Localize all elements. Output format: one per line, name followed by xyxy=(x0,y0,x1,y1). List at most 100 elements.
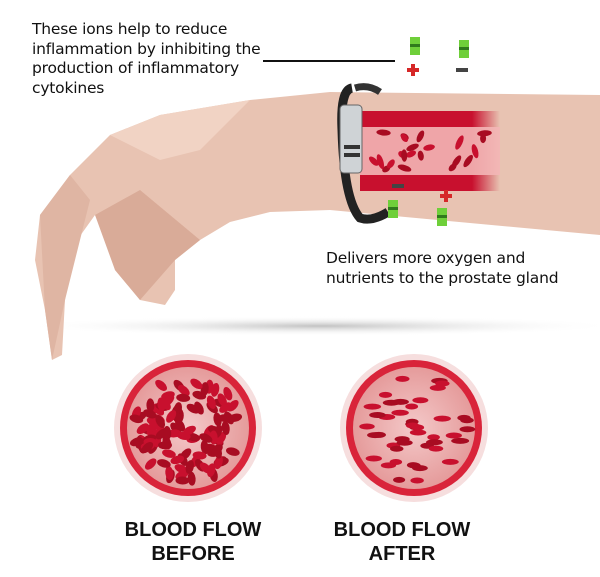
blood-cell xyxy=(177,384,190,396)
blood-cell xyxy=(157,441,172,450)
blood-cell xyxy=(194,401,204,415)
after-label-line1: BLOOD FLOW xyxy=(333,519,471,541)
blood-cell xyxy=(226,447,240,456)
blood-cell xyxy=(477,130,492,137)
blood-cell xyxy=(174,464,188,474)
blood-cell xyxy=(409,429,427,436)
blood-cell xyxy=(227,400,239,412)
blood-cell xyxy=(445,432,462,439)
blood-cell xyxy=(401,149,408,162)
blood-cell xyxy=(405,150,417,158)
bracelet-icon xyxy=(337,83,391,224)
blood-cell xyxy=(400,133,409,143)
blood-cell xyxy=(451,155,462,168)
blood-cell xyxy=(141,441,154,454)
ions-callout-text: These ions help to reduce inflammation b… xyxy=(32,20,261,97)
blood-cell xyxy=(386,159,395,169)
blood-cell xyxy=(459,426,476,433)
blood-flow-after-disc xyxy=(340,354,488,502)
blood-cell xyxy=(200,440,209,455)
blood-cell xyxy=(412,397,429,404)
blood-cell xyxy=(183,425,196,436)
blood-cell xyxy=(463,154,473,168)
plus-icon xyxy=(407,64,419,76)
blood-cell xyxy=(162,449,176,458)
blood-cell xyxy=(157,397,166,412)
blood-cell xyxy=(416,130,425,143)
blood-cell xyxy=(176,393,191,402)
blood-cell xyxy=(451,437,470,444)
blood-cell xyxy=(471,144,479,159)
after-label-line2: AFTER xyxy=(368,543,436,565)
blood-cell xyxy=(200,382,209,397)
blood-cell xyxy=(405,422,420,429)
blood-cell xyxy=(206,395,216,409)
blood-cell xyxy=(165,466,174,481)
after-label: BLOOD FLOW AFTER xyxy=(302,518,502,566)
blood-cell xyxy=(405,403,419,410)
blood-cell xyxy=(427,434,440,441)
blood-cell xyxy=(417,150,424,161)
blood-cell xyxy=(408,462,421,469)
blood-cell xyxy=(206,463,216,478)
blood-cell xyxy=(410,477,424,484)
blood-flow-before-disc xyxy=(114,354,262,502)
blood-cell xyxy=(367,432,384,439)
blood-cell xyxy=(393,476,406,483)
blood-cell xyxy=(129,414,144,424)
blood-cell xyxy=(441,458,459,465)
blood-cell xyxy=(392,398,409,405)
blood-cell xyxy=(365,455,382,462)
blood-cell xyxy=(426,439,443,446)
blood-cell xyxy=(390,445,404,452)
before-label: BLOOD FLOW BEFORE xyxy=(93,518,293,566)
blood-cell xyxy=(395,375,410,382)
blood-cell xyxy=(210,382,220,397)
blood-cell xyxy=(376,129,391,136)
blood-cell xyxy=(221,421,230,435)
blood-cell xyxy=(228,413,243,422)
blood-cell xyxy=(217,393,227,407)
blood-cell xyxy=(166,410,177,423)
blood-cell xyxy=(146,398,155,413)
blood-cell xyxy=(423,144,435,151)
blood-cell xyxy=(460,417,474,424)
blood-cell xyxy=(376,154,385,170)
blood-cell xyxy=(396,439,413,446)
blood-cell xyxy=(187,471,196,486)
blood-cell xyxy=(397,164,412,172)
blood-cell xyxy=(199,433,213,443)
blood-cell xyxy=(369,156,379,166)
blood-cell xyxy=(389,459,403,466)
plus-icon xyxy=(440,190,452,202)
before-label-line2: BEFORE xyxy=(151,543,235,565)
blood-vessel xyxy=(360,111,500,191)
blood-cell xyxy=(185,460,194,474)
blood-cell xyxy=(223,387,233,401)
blood-cell xyxy=(144,458,157,470)
blood-cell xyxy=(170,455,185,465)
blood-cell xyxy=(363,403,382,410)
oxygen-callout-text: Delivers more oxygen and nutrients to th… xyxy=(326,249,559,287)
blood-cell xyxy=(433,415,451,422)
blood-cell xyxy=(359,423,375,430)
before-label-line1: BLOOD FLOW xyxy=(124,519,262,541)
blood-cell xyxy=(175,476,190,485)
blood-cell xyxy=(455,135,464,150)
blood-cell xyxy=(211,444,223,456)
blood-cell xyxy=(190,378,203,390)
blood-cell xyxy=(155,414,166,428)
blood-cell xyxy=(391,409,409,416)
arm-shadow xyxy=(20,316,600,336)
blood-cell xyxy=(145,422,159,433)
blood-cell xyxy=(214,455,223,470)
blood-cell xyxy=(143,409,157,419)
blood-cell xyxy=(435,380,450,387)
blood-cell xyxy=(406,143,419,152)
ion-indicators xyxy=(388,37,469,226)
blood-cell xyxy=(155,379,167,391)
blood-cell xyxy=(192,451,207,460)
blood-cell xyxy=(155,428,168,440)
blood-cell xyxy=(369,412,386,419)
